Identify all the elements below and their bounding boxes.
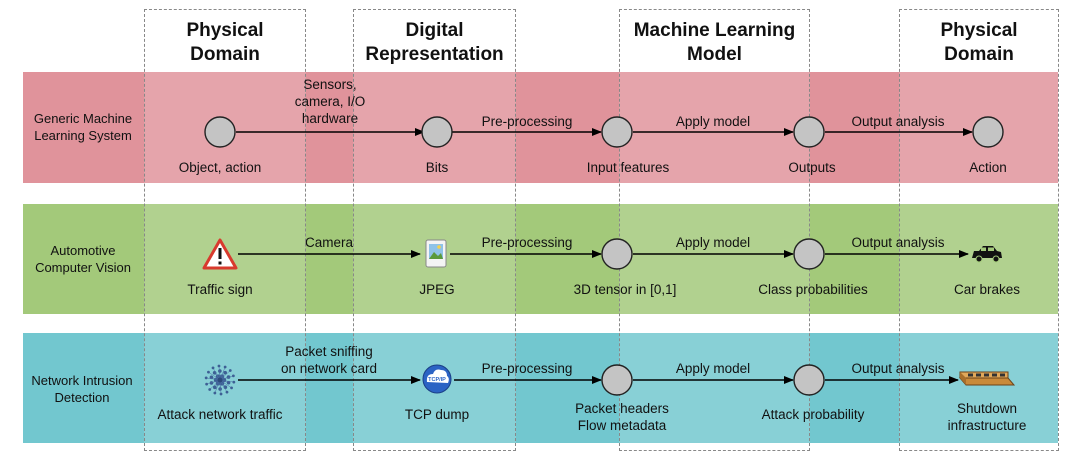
traffic-icon-dot bbox=[223, 370, 227, 375]
traffic-icon-dot bbox=[204, 376, 208, 380]
node-label-r2-traffic-sign: Traffic sign bbox=[187, 282, 253, 297]
node-r1-input-features bbox=[601, 116, 633, 148]
node-r1-action bbox=[972, 116, 1004, 148]
edge-label-r2-output-analysis: Output analysis bbox=[851, 235, 945, 250]
warning-sign-icon bbox=[202, 238, 238, 270]
node-label-r2-car-brakes: Car brakes bbox=[953, 282, 1021, 297]
traffic-icon-core bbox=[217, 377, 223, 383]
network-traffic-icon bbox=[204, 364, 236, 396]
node-label-r1-object-action: Object, action bbox=[178, 160, 262, 175]
traffic-icon-dot bbox=[228, 369, 232, 372]
traffic-icon-dot bbox=[205, 382, 209, 386]
traffic-icon-dot bbox=[230, 386, 233, 390]
traffic-icon-dot bbox=[209, 381, 214, 385]
traffic-icon-dot bbox=[226, 375, 231, 379]
jpeg-file-icon bbox=[425, 239, 447, 268]
traffic-icon-dot bbox=[226, 380, 231, 385]
traffic-icon-dot bbox=[223, 365, 227, 369]
traffic-icon-dot bbox=[232, 380, 236, 384]
traffic-icon-dot bbox=[225, 390, 229, 394]
node-r3-packet-headers bbox=[601, 364, 633, 396]
node-r1-outputs bbox=[793, 116, 825, 148]
traffic-icon-dot bbox=[218, 369, 222, 373]
node-r1-bits bbox=[421, 116, 453, 148]
edge-label-r1-preprocessing: Pre-processing bbox=[481, 114, 573, 129]
traffic-icon-dot bbox=[208, 388, 212, 391]
node-label-r1-outputs: Outputs bbox=[788, 160, 836, 175]
traffic-icon-dot bbox=[231, 374, 235, 378]
node-label-r1-bits: Bits bbox=[425, 160, 449, 175]
traffic-icon-dot bbox=[213, 391, 217, 395]
node-r2-class-probabilities bbox=[793, 238, 825, 270]
edge-label-r2-apply-model: Apply model bbox=[675, 235, 751, 250]
edge-label-r2-preprocessing: Pre-processing bbox=[481, 235, 573, 250]
node-label-r1-input-features: Input features bbox=[586, 160, 670, 175]
traffic-icon-dot bbox=[211, 366, 215, 370]
node-label-r1-action: Action bbox=[969, 160, 1007, 175]
traffic-icon-dot bbox=[218, 387, 222, 391]
node-label-r2-3d-tensor: 3D tensor in [0,1] bbox=[573, 282, 677, 297]
row-band-automotive-cv bbox=[23, 204, 1058, 314]
node-r2-3d-tensor bbox=[601, 238, 633, 270]
edge-label-r3-apply-model: Apply model bbox=[675, 361, 751, 376]
row-band-generic-ml bbox=[23, 72, 1058, 183]
node-label-r2-jpeg: JPEG bbox=[419, 282, 455, 297]
node-r3-attack-probability bbox=[793, 364, 825, 396]
edge-label-r2-camera: Camera bbox=[304, 235, 354, 250]
edge-label-r1-apply-model: Apply model bbox=[675, 114, 751, 129]
row-band-network-intrusion bbox=[23, 333, 1058, 443]
column-box-physical-domain-left bbox=[144, 9, 306, 451]
traffic-icon-dot bbox=[207, 370, 210, 374]
traffic-icon-dot bbox=[219, 392, 223, 396]
traffic-icon-dot bbox=[213, 385, 217, 390]
edge-label-r3-output-analysis: Output analysis bbox=[851, 361, 945, 376]
traffic-icon-dot bbox=[217, 364, 221, 368]
node-label-r2-class-probabilities: Class probabilities bbox=[758, 282, 868, 297]
traffic-icon-dot bbox=[209, 375, 214, 380]
edge-label-r3-preprocessing: Pre-processing bbox=[481, 361, 573, 376]
car-icon bbox=[972, 246, 1002, 263]
node-label-r3-attack-probability: Attack probability bbox=[761, 407, 865, 422]
network-switch-icon bbox=[958, 371, 1016, 386]
edge-label-r1-output-analysis: Output analysis bbox=[851, 114, 945, 129]
node-r1-object-action bbox=[204, 116, 236, 148]
column-box-machine-learning-model bbox=[619, 9, 810, 451]
node-label-r3-attack-network-traffic: Attack network traffic bbox=[157, 407, 283, 422]
node-label-r3-tcp-dump: TCP dump bbox=[404, 407, 470, 422]
tcp-dump-icon: TCP/IP bbox=[422, 364, 452, 394]
tcp-badge-text: TCP/IP bbox=[428, 377, 446, 383]
